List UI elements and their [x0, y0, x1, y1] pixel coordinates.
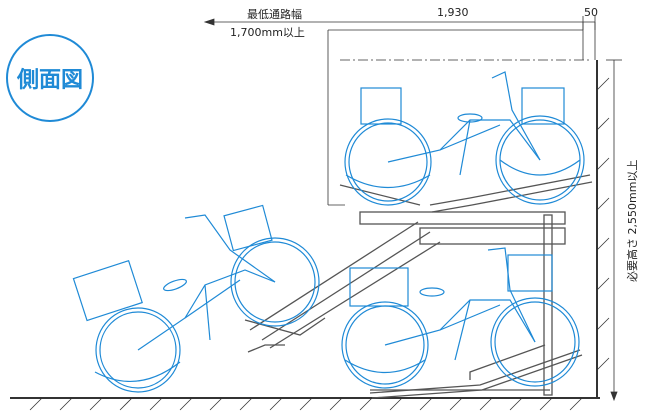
- bicycle-upper: [344, 71, 585, 206]
- passage-width-value: 1,700mm以上: [230, 26, 305, 39]
- bicycle-lower-left-tilted: [72, 204, 320, 393]
- rack-structure: [244, 174, 593, 399]
- side-view-badge: 側面図: [6, 34, 94, 122]
- passage-width-title: 最低通路幅: [247, 8, 302, 21]
- rack-depth-value: 1,930: [437, 6, 469, 19]
- dimension-lines: [203, 16, 622, 402]
- bicycle-lower-right: [341, 247, 580, 389]
- wall-gap-value: 50: [584, 6, 598, 19]
- ground-and-wall: [10, 60, 610, 411]
- required-height-label: 必要高さ 2,550mm以上: [626, 159, 639, 282]
